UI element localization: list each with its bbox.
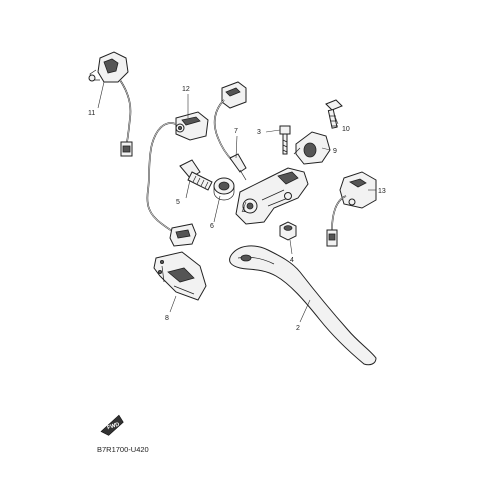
part-6-bushing (213, 177, 235, 201)
leader-lines (97, 81, 376, 323)
callout-13: 13 (378, 188, 386, 195)
callout-2: 2 (296, 325, 300, 332)
callout-7: 7 (234, 128, 238, 135)
part-11-left-switch (88, 51, 133, 157)
callout-labels: 11 12 7 3 10 9 13 5 6 1 4 8 2 (88, 86, 386, 332)
part-7-clutch-switch-cable (213, 81, 247, 181)
part-12-switch-housing (146, 111, 209, 247)
part-4-nut (279, 221, 297, 241)
callout-4: 4 (290, 257, 294, 264)
part-1-lever-holder (235, 167, 309, 225)
fwd-arrow-icon (100, 414, 124, 436)
callout-9: 9 (333, 148, 337, 155)
part-10-bolt (325, 99, 343, 129)
fwd-badge-text: FWD (107, 422, 121, 432)
callout-3: 3 (257, 129, 261, 136)
callout-12: 12 (182, 86, 190, 93)
callout-1: 1 (242, 207, 246, 214)
callout-5: 5 (176, 199, 180, 206)
fwd-direction-badge: FWD (100, 414, 124, 436)
callout-10: 10 (342, 126, 350, 133)
drawing-code: B7R1700-U420 (97, 445, 149, 454)
callout-8: 8 (165, 315, 169, 322)
part-8-lever-guard (153, 251, 207, 301)
callout-6: 6 (210, 223, 214, 230)
part-2-lever (229, 245, 377, 366)
callout-11: 11 (88, 110, 95, 117)
part-9-clamp (293, 131, 331, 165)
part-13-right-switch (326, 171, 377, 247)
part-5-bolt (179, 159, 213, 191)
part-3-screw (279, 125, 291, 155)
